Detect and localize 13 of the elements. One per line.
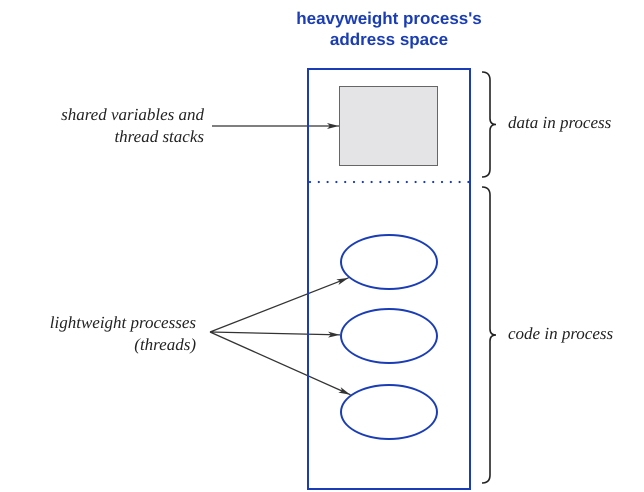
thread-ellipse (340, 384, 438, 440)
arrow (210, 331, 340, 338)
callout-text: shared variables and thread stacks (60, 104, 204, 148)
arrow (212, 123, 339, 129)
thread-ellipse (340, 308, 438, 364)
arrow (210, 331, 351, 396)
arrow (210, 277, 349, 333)
thread-ellipse (340, 234, 438, 290)
brace-label: data in process (508, 112, 612, 134)
brace-label: code in process (508, 323, 614, 345)
callout-text: lightweight processes (threads) (48, 312, 196, 356)
node-heading: heavyweight process's address space (295, 8, 483, 50)
memory-block (339, 86, 438, 166)
